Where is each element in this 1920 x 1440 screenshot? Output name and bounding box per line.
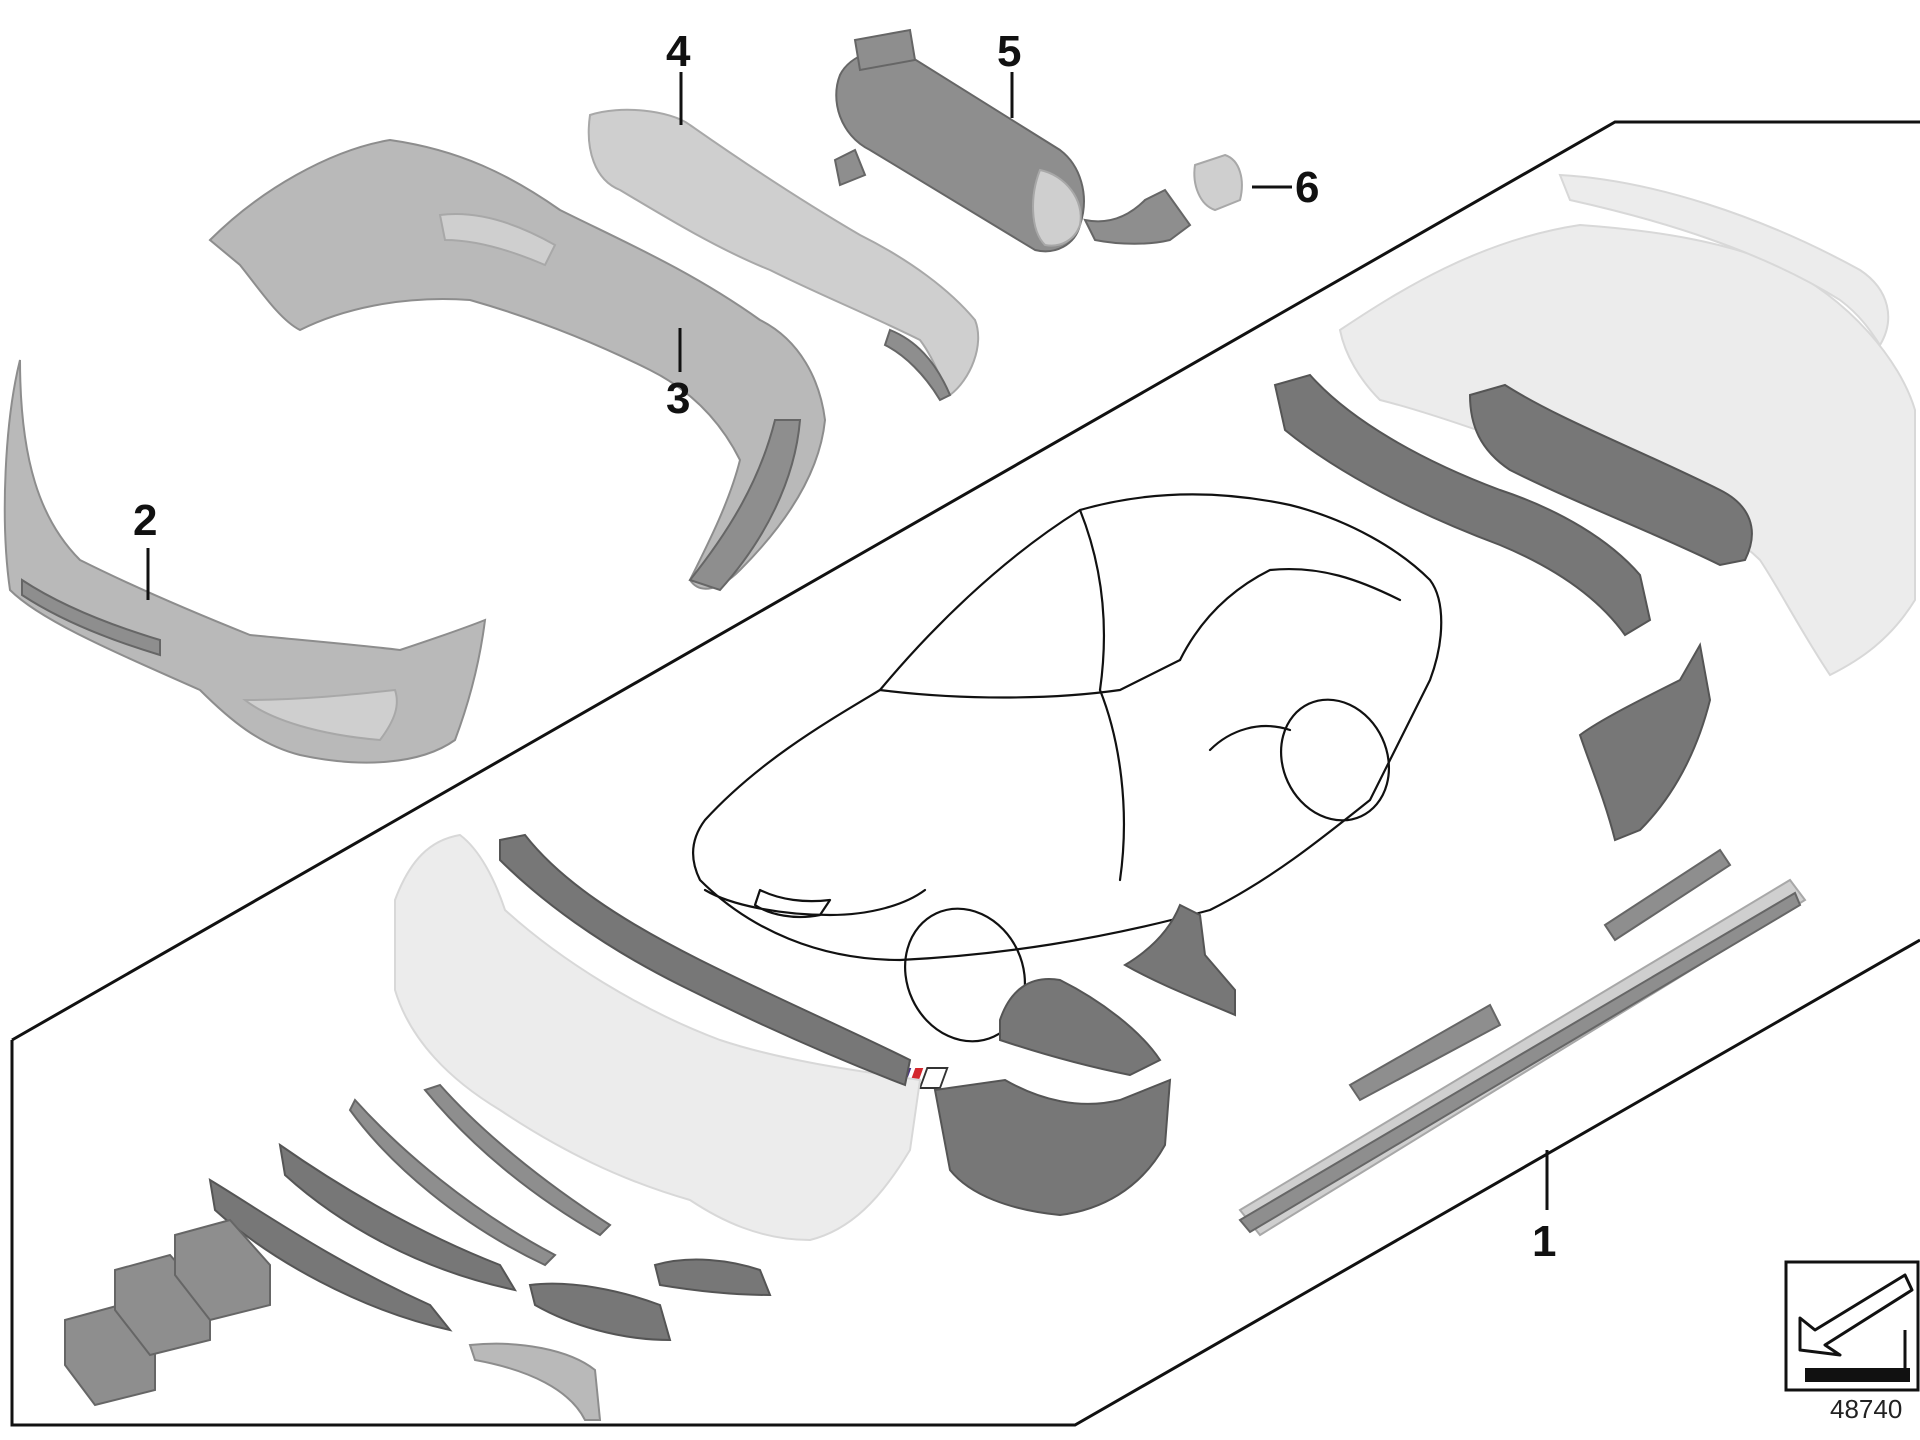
exhaust-tip-part [1193,153,1243,212]
front-bumper-part [3,359,487,764]
kit-side-skirt [1238,878,1807,1237]
rear-silencer-part [833,28,1192,253]
callout-4: 4 [666,27,691,76]
rear-diffuser-part [587,108,980,402]
document-number: 48740 [1830,1394,1902,1424]
kit-frame [10,120,1920,1427]
callout-2: 2 [133,496,157,545]
kit-rear-carriers [1273,373,1753,842]
callout-6: 6 [1295,163,1319,212]
kit-front-carriers [499,833,1236,1217]
kit-door-sill-plates [1348,848,1732,1102]
callout-5: 5 [997,27,1021,76]
leader-lines [146,72,1549,1210]
callout-1: 1 [1532,1217,1556,1266]
rear-bumper-part [208,138,827,592]
kit-front-grilles [64,1083,772,1421]
direction-arrow-icon [1784,1260,1920,1392]
vehicle-outline [691,493,1443,1043]
kit-front-bumper-ghost [394,833,922,1242]
callout-labels: 1 2 3 4 5 6 [133,27,1556,1266]
callout-3: 3 [666,374,690,423]
